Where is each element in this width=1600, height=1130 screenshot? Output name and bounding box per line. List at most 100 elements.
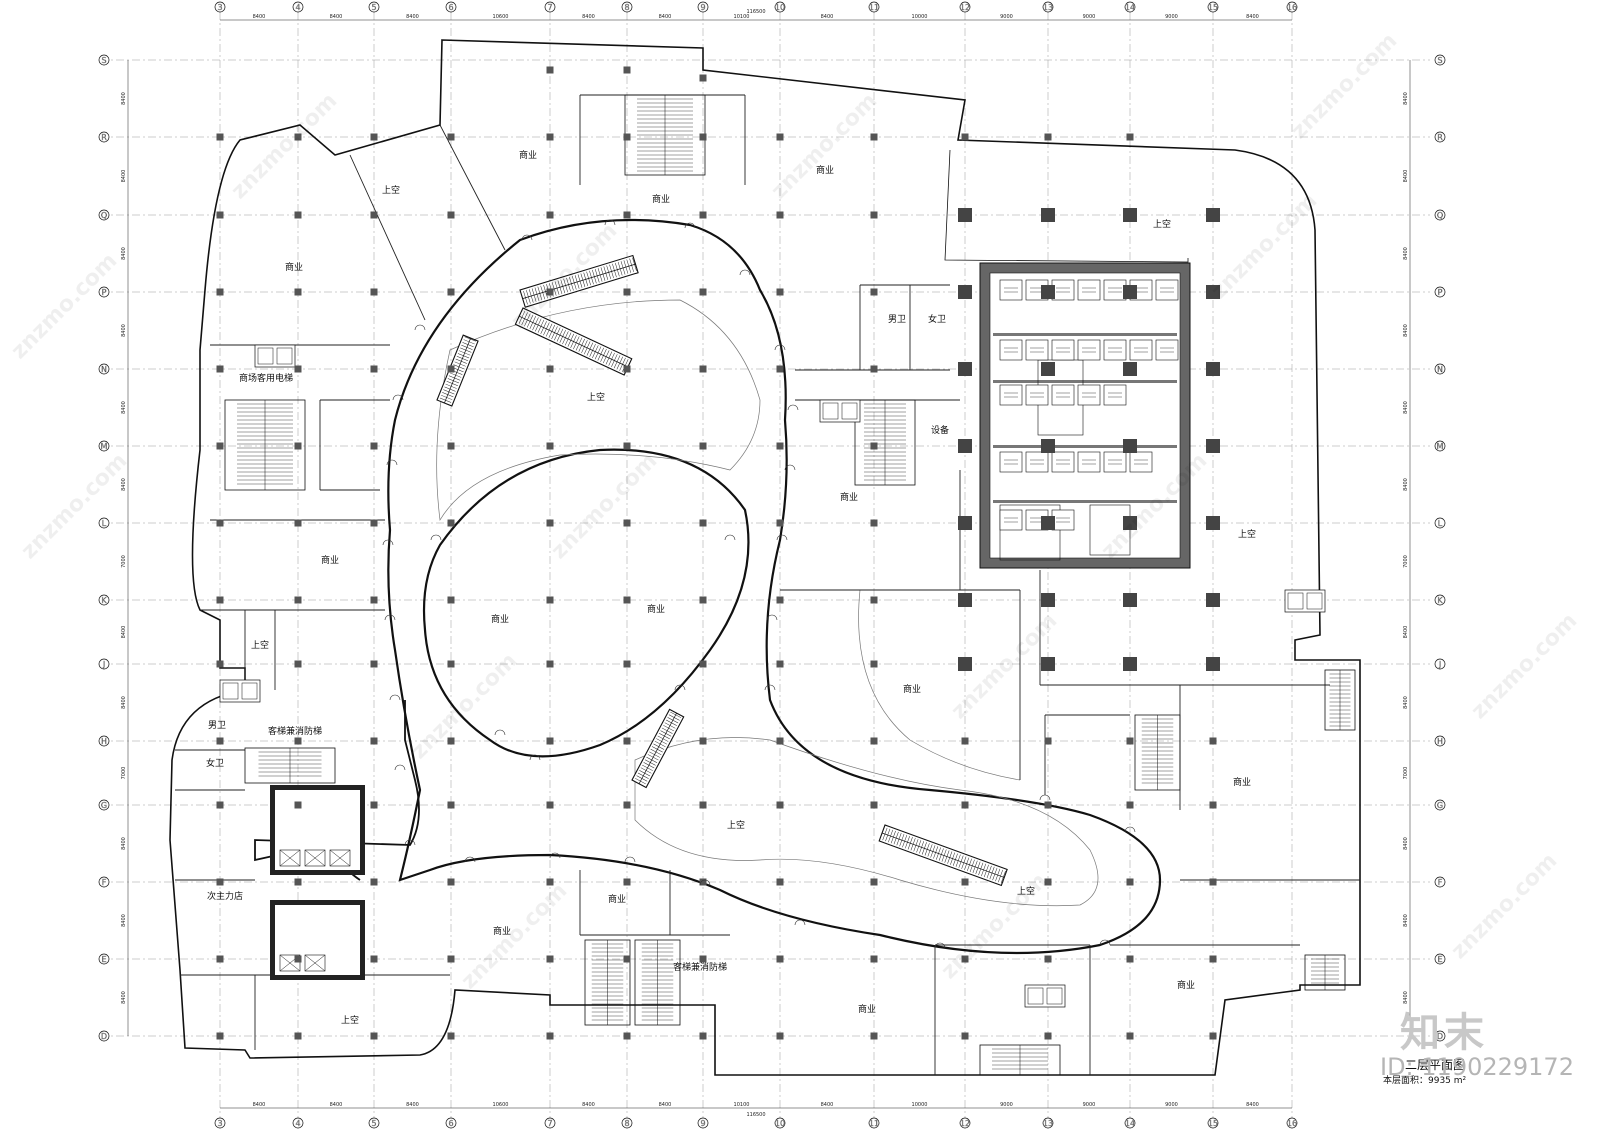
column: [1209, 801, 1217, 809]
room-label: 商业: [491, 613, 509, 625]
grid-bubble-col: [621, 1117, 633, 1129]
grid-bubble-row: [1434, 799, 1446, 811]
grid-bubble-row: [98, 440, 110, 452]
grid-bubble-col: [292, 1, 304, 13]
grid-label-row: F: [1438, 878, 1443, 887]
door: [404, 839, 416, 846]
column: [699, 74, 707, 82]
dim-segment-label: 8400: [821, 14, 834, 20]
dim-side-label: 8400: [1403, 92, 1409, 105]
grid-bubble-col: [697, 1, 709, 13]
grid-label-col: 7: [547, 1119, 552, 1128]
grid-bubble-row: [98, 517, 110, 529]
door: [414, 324, 426, 331]
dim-segment-label: 8400: [330, 1102, 343, 1108]
column: [370, 878, 378, 886]
column: [623, 955, 631, 963]
dim-side-label: 8400: [121, 696, 127, 709]
grid-bubble-col: [697, 1117, 709, 1129]
drawing-title: 二层平面图: [1405, 1058, 1466, 1072]
column: [1126, 878, 1134, 886]
grid-bubble-col: [868, 1, 880, 13]
column: [1126, 955, 1134, 963]
grid-label-col: 12: [960, 1119, 970, 1128]
room-label: 商业: [519, 149, 537, 161]
room-label: 男卫: [208, 720, 226, 731]
column: [447, 660, 455, 668]
dim-side-label: 8400: [1403, 991, 1409, 1004]
grid-label-row: G: [1437, 801, 1443, 810]
grid-bubble-row: [1434, 440, 1446, 452]
column: [294, 737, 302, 745]
grid-label-row: Q: [1437, 211, 1443, 220]
column: [216, 365, 224, 373]
door-swings: [382, 219, 1136, 949]
column: [623, 878, 631, 886]
dim-segment-label: 8400: [659, 14, 672, 20]
column: [958, 593, 972, 607]
dim-segment-label: 8400: [330, 14, 343, 20]
elevator-car: [1051, 451, 1075, 473]
grid-label-row: K: [1437, 596, 1443, 605]
column: [294, 955, 302, 963]
grid-label-col: 10: [775, 1119, 785, 1128]
column: [370, 288, 378, 296]
column: [447, 288, 455, 296]
grid-label-col: 6: [448, 3, 453, 12]
grid-label-row: G: [101, 801, 107, 810]
room-label: 次主力店: [207, 890, 243, 902]
column: [870, 211, 878, 219]
column: [294, 519, 302, 527]
column: [216, 737, 224, 745]
column: [776, 365, 784, 373]
dim-side-label: 8400: [1403, 324, 1409, 337]
door: [624, 856, 636, 863]
column: [447, 519, 455, 527]
column: [870, 365, 878, 373]
door: [766, 614, 778, 621]
column: [370, 596, 378, 604]
elevator-car: [999, 509, 1023, 531]
dim-side-label: 8400: [1403, 170, 1409, 183]
column: [776, 660, 784, 668]
grid-bubble-row: [98, 286, 110, 298]
grid-label-col: 15: [1208, 1119, 1218, 1128]
grid-bubble-col: [621, 1, 633, 13]
column: [1209, 878, 1217, 886]
room-label: 商业: [858, 1003, 876, 1015]
column: [961, 133, 969, 141]
column: [546, 519, 554, 527]
grid-label-col: 10: [775, 3, 785, 12]
column: [870, 660, 878, 668]
door: [784, 464, 796, 471]
column: [623, 596, 631, 604]
grid-label-row: M: [101, 442, 108, 451]
room-label: 商业: [816, 164, 834, 176]
column: [1209, 737, 1217, 745]
column: [1123, 439, 1137, 453]
grid-bubble-col: [1207, 1117, 1219, 1129]
dim-segment-label: 8400: [253, 1102, 266, 1108]
column: [294, 596, 302, 604]
column: [870, 288, 878, 296]
dim-segment-label: 8400: [253, 14, 266, 20]
column: [1123, 516, 1137, 530]
column: [870, 955, 878, 963]
column: [699, 737, 707, 745]
grid-bubble-col: [544, 1, 556, 13]
door: [674, 684, 686, 691]
column: [870, 596, 878, 604]
grid-bubble-row: [98, 658, 110, 670]
grid-bubble-col: [1124, 1, 1136, 13]
column: [961, 1032, 969, 1040]
column: [370, 365, 378, 373]
grid-label-col: 14: [1125, 1119, 1135, 1128]
column: [447, 737, 455, 745]
column: [1126, 1032, 1134, 1040]
column: [776, 737, 784, 745]
grid-label-row: D: [101, 1032, 107, 1041]
column: [546, 211, 554, 219]
elevator-car: [999, 339, 1023, 361]
elevator-car: [1025, 384, 1049, 406]
